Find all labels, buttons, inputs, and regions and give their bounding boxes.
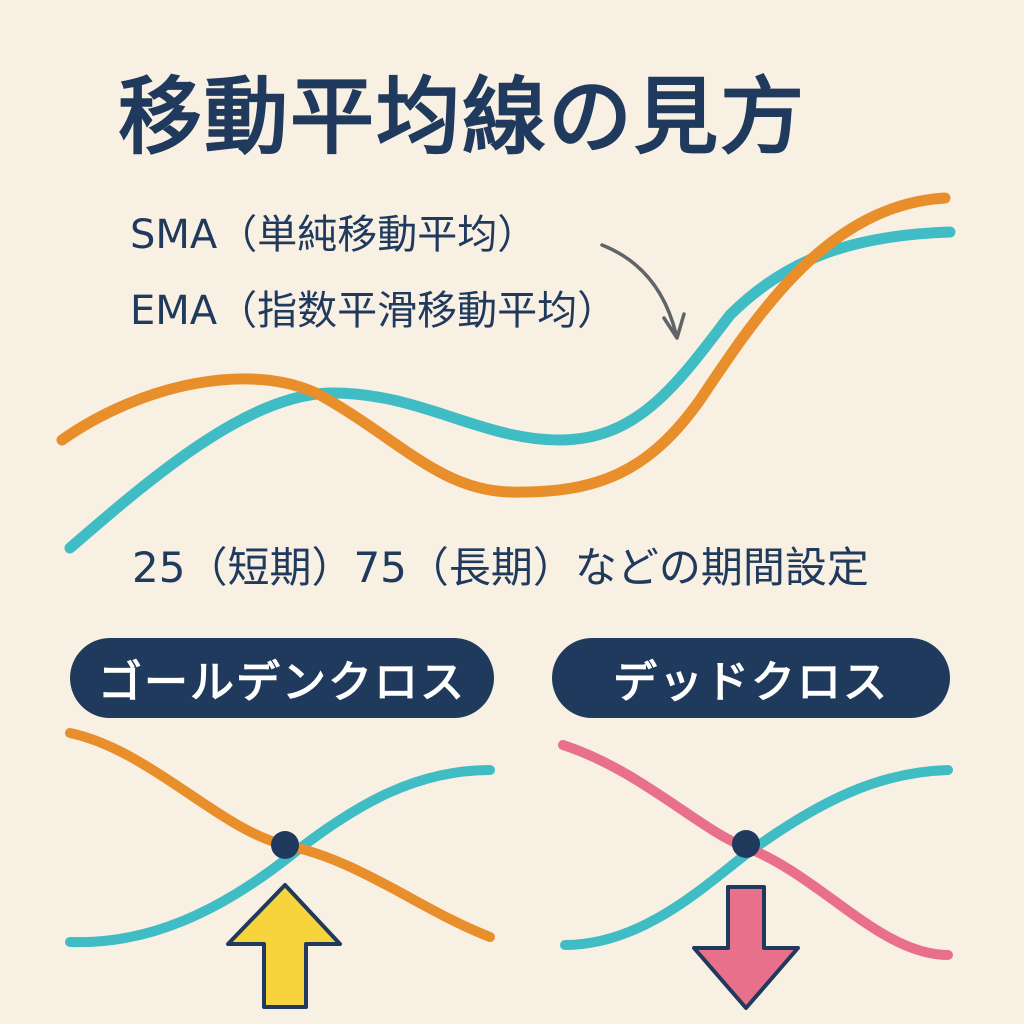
pointer-arrow-icon xyxy=(600,243,678,336)
pointer-arrowhead-icon xyxy=(662,312,686,340)
dead-cross-badge: デッドクロス xyxy=(552,638,950,718)
period-setting-label: 25（短期）75（長期）などの期間設定 xyxy=(132,543,869,592)
ema-label: EMA（指数平滑移動平均） xyxy=(130,288,618,334)
golden-cross-up-arrow-icon xyxy=(226,883,342,1009)
sma-line xyxy=(64,226,956,554)
dead-cross-down-arrow-icon xyxy=(692,885,800,1010)
dead-cross-label: デッドクロス xyxy=(613,657,889,708)
dead-cross-point xyxy=(732,830,760,858)
golden-cross-point xyxy=(271,831,299,859)
golden-cross-label: ゴールデンクロス xyxy=(98,657,466,708)
golden-cross-long-line xyxy=(65,765,495,948)
golden-cross-badge: ゴールデンクロス xyxy=(70,638,494,718)
sma-label: SMA（単純移動平均） xyxy=(130,212,538,258)
ema-line xyxy=(56,192,951,498)
page-title: 移動平均線の見方 xyxy=(118,68,807,166)
